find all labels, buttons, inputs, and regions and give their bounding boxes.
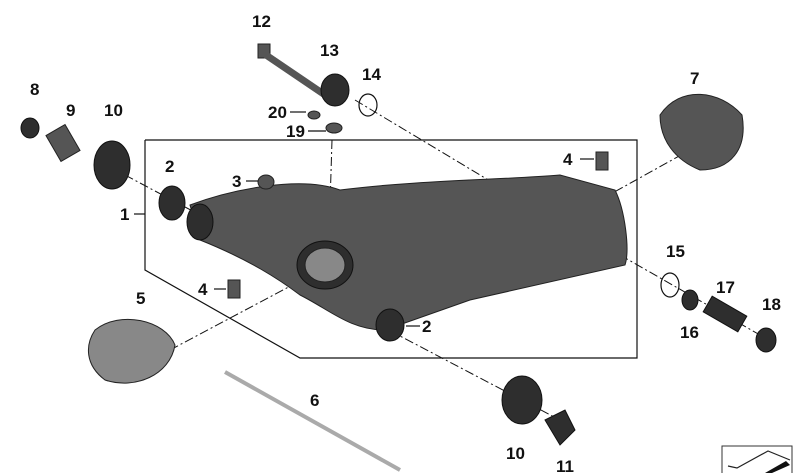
callout-label: 4	[198, 280, 208, 299]
callout-label: 13	[320, 41, 339, 60]
pin-17	[702, 295, 748, 333]
callout-label: 14	[362, 65, 381, 84]
cap-8	[20, 117, 40, 139]
callout-label: 5	[136, 289, 145, 308]
callout-label: 8	[30, 80, 39, 99]
callout-label: 15	[666, 242, 685, 261]
boot-5	[87, 318, 176, 384]
callout-label: 18	[762, 295, 781, 314]
assembly-frame	[144, 139, 638, 359]
corner-navigation-icon[interactable]	[721, 445, 793, 473]
bearing-10	[93, 140, 131, 190]
callout-label: 1	[120, 205, 129, 224]
o-ring-15	[660, 272, 680, 298]
bearing-2b	[375, 308, 405, 342]
cap-18	[755, 327, 777, 353]
callout-label: 19	[286, 122, 305, 141]
leader-lines	[134, 111, 594, 327]
callout-label: 7	[690, 69, 699, 88]
axle-6	[224, 370, 401, 472]
callout-label: 12	[252, 12, 271, 31]
callout-label: 16	[680, 323, 699, 342]
pin-9	[45, 123, 81, 163]
callout-label: 2	[422, 317, 431, 336]
callout-label: 2	[165, 157, 174, 176]
bearing-2	[158, 185, 186, 221]
pin-11	[544, 409, 576, 446]
bushing-13	[320, 73, 350, 107]
callout-label: 10	[104, 101, 123, 120]
clip-19	[325, 122, 343, 134]
callout-label: 10	[506, 444, 525, 463]
washer-16	[681, 289, 699, 311]
plug-4b	[227, 279, 241, 299]
callout-label: 20	[268, 103, 287, 122]
bolt-12	[257, 43, 327, 98]
callout-label: 11	[556, 457, 574, 473]
callout-label: 9	[66, 101, 75, 120]
callout-label: 3	[232, 172, 241, 191]
axis-line	[169, 264, 331, 351]
callout-label: 6	[310, 391, 319, 410]
bearing-10b	[501, 375, 543, 425]
callout-label: 17	[716, 278, 735, 297]
cover-7	[659, 93, 744, 171]
plug-3	[257, 174, 275, 190]
axis-line	[354, 99, 506, 191]
callout-label: 4	[563, 150, 573, 169]
nut-20	[307, 110, 321, 120]
swing-arm	[186, 174, 628, 331]
o-ring-14	[358, 93, 378, 117]
plug-4	[595, 151, 609, 171]
